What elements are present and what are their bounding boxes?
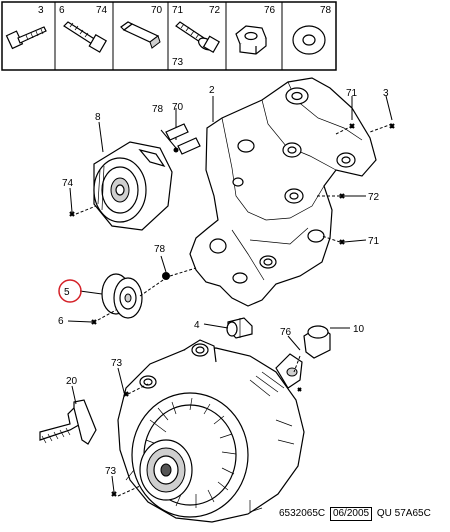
reference-date: 06/2005: [329, 507, 373, 521]
callout-10: 10: [353, 324, 365, 335]
callout-76: 76: [280, 327, 292, 338]
legend-label-71: 71: [172, 5, 184, 16]
legend-label-73: 73: [172, 57, 184, 68]
callout-78-upper: 78: [152, 104, 164, 115]
legend-label-76: 76: [264, 5, 276, 16]
washer-78-mark: [162, 272, 170, 280]
callout-3: 3: [383, 88, 389, 99]
belt-tensioner: [93, 141, 173, 231]
callout-5: 5: [64, 287, 70, 298]
callout-74: 74: [62, 178, 74, 189]
alternator-support-bracket: [189, 77, 377, 307]
legend-label-3: 3: [38, 5, 44, 16]
callout-20: 20: [66, 376, 78, 387]
bolt-6-icon: [63, 21, 108, 53]
callout-numbers: 2 70 78 71 3 8 74 72 71 78 5 6 4 76 10 7…: [58, 85, 389, 477]
callout-4: 4: [194, 320, 200, 331]
leader-lines: [67, 95, 393, 497]
diagram-reference-footer: 6532065C 06/2005 QU 57A65C: [277, 507, 433, 521]
callout-6: 6: [58, 316, 64, 327]
reference-code: QU 57A65C: [376, 508, 431, 519]
alternator: [117, 339, 305, 523]
reference-number: 6532065C: [279, 508, 326, 519]
callout-71-upper: 71: [346, 88, 358, 99]
callout-2: 2: [209, 85, 215, 96]
fastener-legend: 3 6 74 70 71 72 73: [1, 1, 337, 71]
dowel-pin-70-icon: [120, 21, 161, 49]
hex-nut-76-icon: [235, 25, 267, 55]
idler-pulley: [101, 273, 143, 319]
flange-bolt-71-icon: [175, 21, 221, 54]
callout-73-upper: 73: [111, 358, 123, 369]
washer-78-icon: [292, 25, 326, 55]
callout-8: 8: [95, 112, 101, 123]
bolt-3-icon: [5, 26, 47, 50]
legend-label-74: 74: [96, 5, 108, 16]
legend-label-70: 70: [151, 5, 163, 16]
callout-72: 72: [368, 192, 380, 203]
fastener-markers: [69, 123, 395, 497]
callout-78-mid: 78: [154, 244, 166, 255]
callout-70: 70: [172, 102, 184, 113]
highlight-circle-5: [58, 279, 82, 303]
protective-cap: [303, 325, 331, 359]
drive-belt: [39, 399, 97, 445]
legend-label-78: 78: [320, 5, 332, 16]
callout-71-mid: 71: [368, 236, 380, 247]
legend-label-72: 72: [209, 5, 221, 16]
callout-73-lower: 73: [105, 466, 117, 477]
legend-label-6: 6: [59, 5, 65, 16]
spacer-bush: [226, 317, 253, 339]
